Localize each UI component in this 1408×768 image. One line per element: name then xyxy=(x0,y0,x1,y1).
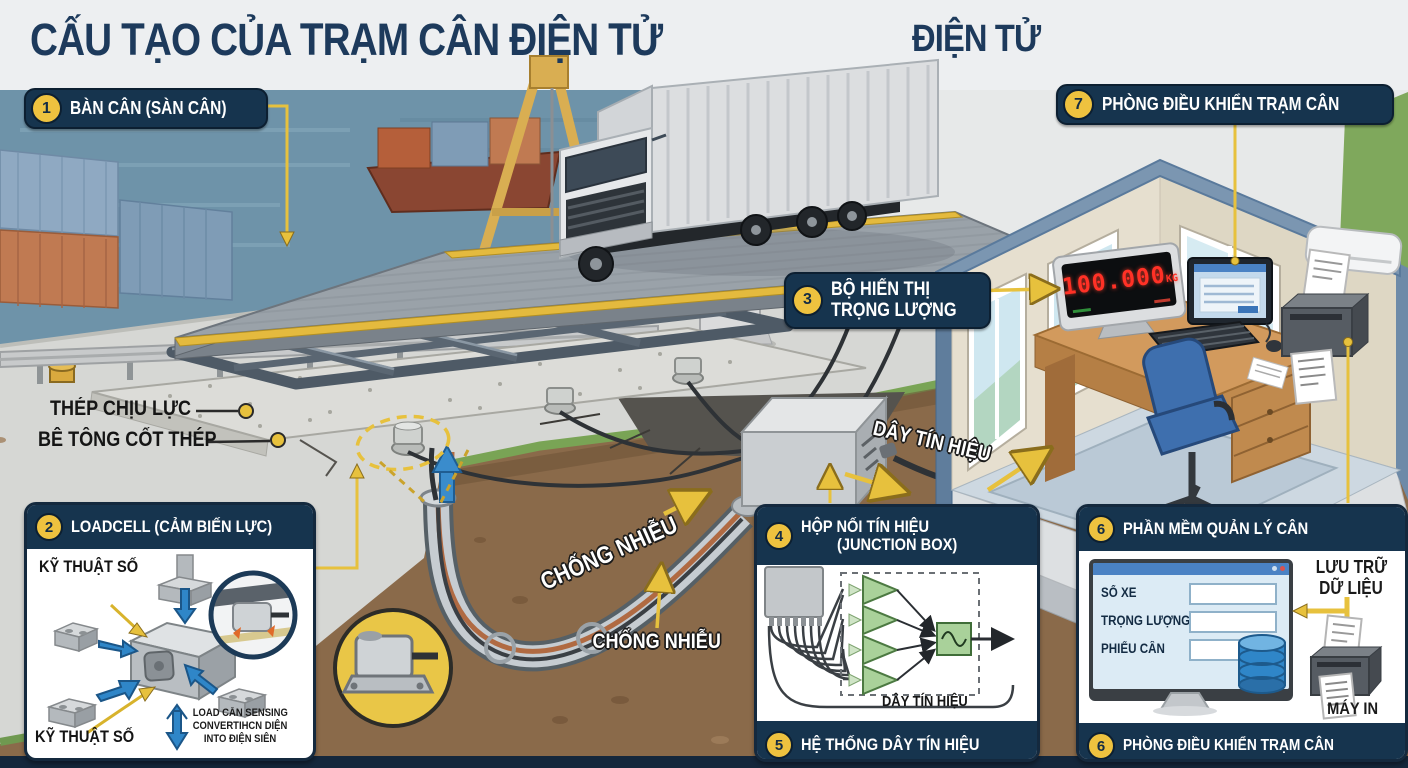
junction-panel-footer: 5 HỆ THỐNG DÂY TÍN HIỆU xyxy=(757,721,1037,759)
storage-label: LƯU TRỮ DỮ LIỆU xyxy=(1315,557,1387,598)
vehicle-number-input[interactable] xyxy=(1189,583,1277,605)
label-6-text: PHẦN MỀM QUẢN LÝ CÂN xyxy=(1123,518,1309,538)
software-panel-header: 6 PHẦN MỀM QUẢN LÝ CÂN xyxy=(1079,507,1405,551)
loadcell-mounts xyxy=(391,357,704,456)
label-5-number: 5 xyxy=(765,731,793,759)
force-arrows xyxy=(95,588,219,751)
annotation-steel: THÉP CHỊU LỰC xyxy=(50,397,192,420)
junction-panel-header: 4 HỘP NỐI TÍN HIỆU (JUNCTION BOX) xyxy=(757,507,1037,565)
cargo-ship xyxy=(366,117,562,214)
loadcell-highlight xyxy=(355,414,470,507)
label-3-text: BỘ HIỂN THỊ TRỌNG LƯỢNG xyxy=(831,279,957,322)
label-2-text: LOADCELL (CẢM BIẾN LỰC) xyxy=(71,516,273,536)
junction-diagram xyxy=(764,566,1015,709)
loadcell-panel-header: 2 LOADCELL (CẢM BIẾN LỰC) xyxy=(27,505,313,549)
field-label-vehicle: SỐ XE xyxy=(1101,585,1137,600)
up-arrow xyxy=(431,443,463,503)
window-dot[interactable] xyxy=(1272,566,1277,571)
desk-printer xyxy=(1246,248,1370,405)
footer-strip xyxy=(0,756,1408,768)
window-titlebar xyxy=(1093,563,1289,575)
page-title: CẤU TẠO CỦA TRẠM CÂN ĐIỆN TỬ xyxy=(30,14,663,65)
truck-wheels xyxy=(578,201,867,282)
label-6b-text: PHÒNG ĐIỀU KHIỂN TRẠM CÂN xyxy=(1123,737,1334,755)
loadcell-digital-bottom: KỸ THUẬT SỐ xyxy=(35,727,135,746)
junction-panel: 4 HỘP NỐI TÍN HIỆU (JUNCTION BOX) xyxy=(754,504,1040,762)
window-close-dot[interactable] xyxy=(1280,566,1285,571)
field-label-weight: TRỌNG LƯỢNG xyxy=(1101,613,1191,628)
loadcell-inset-detail xyxy=(208,570,298,660)
annotation-concrete: BÊ TÔNG CỐT THÉP xyxy=(38,428,217,451)
label-4-number: 4 xyxy=(765,522,793,550)
loadcell-panel-body: KỸ THUẬT SỐ KỸ THUẬT SỐ LOAD CĀN SENSING… xyxy=(27,549,313,758)
software-panel-body: SỐ XE TRỌNG LƯỢNG PHIẾU CÂN xyxy=(1079,551,1405,723)
software-panel: 6 PHẦN MỀM QUẢN LÝ CÂN SỐ XE TRỌNG LƯỢNG… xyxy=(1076,504,1408,762)
annotation-shielding-2: CHỐNG NHIỄU xyxy=(592,630,721,653)
loadcell-panel: 2 LOADCELL (CẢM BIẾN LỰC) xyxy=(24,502,316,761)
label-4-text: HỘP NỐI TÍN HIỆU (JUNCTION BOX) xyxy=(801,516,958,554)
amplifiers xyxy=(848,574,900,696)
label-2-number: 2 xyxy=(35,513,63,541)
page-title-right: ĐIỆN TỬ xyxy=(912,18,1041,60)
label-3-number: 3 xyxy=(792,284,823,316)
truck xyxy=(559,58,955,282)
shielded-conduit xyxy=(419,447,753,672)
junction-panel-body: DÂY TÍN HIỆU xyxy=(757,565,1037,721)
database-icon xyxy=(1238,634,1286,694)
label-1-platform: 1 BÀN CÂN (SÀN CÂN) xyxy=(24,88,268,129)
container-stacks xyxy=(0,149,233,309)
loadcell-inset xyxy=(333,608,453,728)
weight-indicator xyxy=(1052,242,1187,340)
label-6-number: 6 xyxy=(1087,515,1115,543)
label-5-text: HỆ THỐNG DÂY TÍN HIỆU xyxy=(801,734,980,754)
weight-input[interactable] xyxy=(1189,611,1277,633)
label-6b-number: 6 xyxy=(1087,732,1115,759)
label-3-indicator: 3 BỘ HIỂN THỊ TRỌNG LƯỢNG xyxy=(784,272,991,329)
loadcell-diagram xyxy=(46,554,298,751)
loadcell-digital-top: KỸ THUẬT SỐ xyxy=(39,557,139,576)
label-1-number: 1 xyxy=(31,93,62,124)
label-7-number: 7 xyxy=(1063,89,1094,120)
loadcell-caption: LOAD CĀN SENSING CONVERTIHCN DIỆN INTO Đ… xyxy=(192,707,288,746)
junction-cables xyxy=(767,588,1015,709)
printer-icon xyxy=(1309,614,1383,720)
label-7-control-room: 7 PHÒNG ĐIỀU KHIỂN TRẠM CÂN xyxy=(1056,84,1395,125)
field-label-ticket: PHIẾU CÂN xyxy=(1101,641,1165,656)
software-panel-footer: 6 PHÒNG ĐIỀU KHIỂN TRẠM CÂN xyxy=(1079,723,1405,759)
junction-wiring-label: DÂY TÍN HIỆU xyxy=(882,693,968,710)
printer-label: MÁY IN xyxy=(1327,699,1379,718)
software-extras xyxy=(1153,597,1383,720)
leader-lines xyxy=(196,104,1353,629)
label-1-text: BÀN CÂN (SÀN CÂN) xyxy=(70,98,227,118)
label-7-text: PHÒNG ĐIỀU KHIỂN TRẠM CÂN xyxy=(1102,94,1340,114)
